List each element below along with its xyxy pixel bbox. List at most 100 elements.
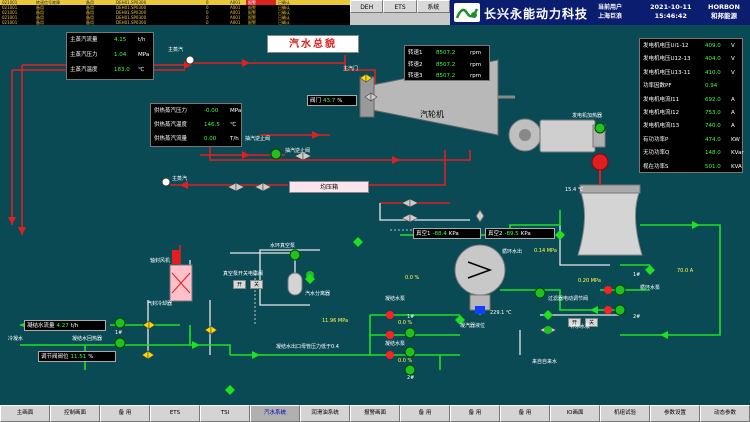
generator-unit: KW [731, 136, 740, 143]
label-tap-water: 来自自来水 [532, 359, 558, 365]
alarm-cell-a: 0 [206, 15, 209, 20]
label-condensate-pump: 凝结水泵 [385, 296, 406, 302]
alarm-cell-desc: 备用 [36, 10, 44, 15]
bottom-nav-button[interactable]: TSI [200, 405, 250, 422]
heat-supply-value: -0.00 [204, 108, 219, 114]
speed-value: 8507.2 [436, 73, 456, 79]
heat-supply-unit: T/h [230, 136, 239, 142]
user-label: 当前用户 [598, 4, 623, 11]
alarm-cell-b: A001 [230, 10, 241, 15]
label-condenser: 凝汽器液位 [460, 323, 486, 329]
bottom-nav-button[interactable]: 参数设置 [650, 405, 700, 422]
balance-box[interactable]: 均压箱 [289, 181, 369, 193]
alarm-cell-addr: DEH01.SP0300 [116, 10, 147, 15]
speed-value: 8507.2 [436, 61, 456, 68]
brand-partner: HORBON 和邦能源 [708, 3, 740, 21]
main-steam-unit: ℃ [138, 67, 145, 73]
vacuum2-label: 真空2 [488, 231, 503, 237]
main-steam-unit: MPa [138, 52, 150, 58]
regulating-valve-label: 调节阀阀位 [41, 354, 69, 360]
water-separator [287, 272, 303, 296]
bottom-nav-button[interactable]: ETS [150, 405, 200, 422]
bottom-nav-button[interactable]: IO画面 [550, 405, 600, 422]
off-button-2[interactable]: 关 [585, 318, 599, 327]
alarm-cell-b: A001 [230, 15, 241, 20]
label-filter-valve: 过滤器电动调节阀 [548, 296, 589, 302]
current-user: 当前用户 上海巨浪 [598, 3, 622, 21]
main-steam-value: 4.15 [114, 37, 127, 43]
bottom-nav-button[interactable]: 备 用 [400, 405, 450, 422]
page-title: 汽水总貌 [267, 35, 359, 53]
alarm-cell-a: 0 [206, 0, 209, 5]
company-logo [454, 3, 480, 22]
generator-value: 0.94 [705, 83, 718, 90]
bottom-nav-button[interactable]: 动态参数 [700, 405, 750, 422]
on-button[interactable]: 开 [233, 280, 247, 289]
bottom-nav-button[interactable]: 报警画面 [350, 405, 400, 422]
vacuum1-value: -88.4 [432, 231, 447, 237]
generator-unit: A [731, 110, 735, 116]
brand-partner-en: HORBON [708, 3, 740, 11]
speed-label: 转速3 [408, 73, 423, 79]
nav-deh-button[interactable]: DEH [350, 0, 384, 13]
alarm-cell-type: 备用 [86, 0, 94, 5]
reading-v6: 0.0 % [398, 320, 413, 326]
on-button-2[interactable]: 开 [568, 318, 582, 327]
alarm-cell-a: 0 [206, 10, 209, 15]
bottom-nav-button[interactable]: 主画面 [0, 405, 50, 422]
alarm-cell-state: 报警 [248, 10, 256, 15]
bottom-nav-button[interactable]: 汽水系统 [250, 405, 300, 422]
alarm-cell-type: 备用 [86, 10, 94, 15]
generator-unit: KVA [731, 163, 742, 170]
off-button[interactable]: 关 [250, 280, 264, 289]
generator-unit: V [731, 56, 735, 63]
heat-supply-value: 146.5 [204, 122, 220, 128]
label-turbine: 汽轮机 [420, 110, 444, 119]
generator-unit: V [731, 43, 735, 49]
label-condensate-pump-2: 凝结水泵 [385, 341, 406, 347]
valve-value: 43.7 [323, 98, 336, 104]
alarm-cell-desc: 转速信号故障 [36, 0, 60, 5]
top-blank [350, 13, 450, 25]
bottom-nav-button[interactable]: 备 用 [450, 405, 500, 422]
bottom-nav-button[interactable]: 备 用 [100, 405, 150, 422]
alarm-cell-ack: 已确认 [278, 20, 290, 25]
vacuum1-unit: KPa [448, 231, 459, 237]
reading-v9: 229.1 ℃ [490, 310, 512, 316]
alarm-cell-addr: DEH01.SP0300 [116, 5, 147, 10]
vacuum2-unit: KPa [520, 231, 531, 237]
generator-unit: KVar [731, 150, 744, 157]
nav-ets-button[interactable]: ETS [383, 0, 417, 13]
nav-system-button[interactable]: 系统 [416, 0, 450, 13]
generator-body [539, 119, 596, 153]
time-text: 15:46:42 [654, 12, 687, 20]
condensate-flow-unit: t/h [70, 323, 79, 329]
company-name: 长兴永能动力科技 [484, 7, 589, 21]
bottom-nav-button[interactable]: 备 用 [500, 405, 550, 422]
alarm-cell-desc: 备用 [36, 15, 44, 20]
reading-v8: 11.96 MPa [322, 318, 349, 324]
label-condensate-water: 冷凝水 [8, 336, 24, 342]
generator-value: 148.0 [705, 150, 721, 157]
alarm-cell-ack: 已确认 [278, 15, 290, 20]
bottom-nav-button[interactable]: 润滑油系统 [300, 405, 350, 422]
bottom-nav-button[interactable]: 控制画面 [50, 405, 100, 422]
generator-label: 功率因数PF [643, 83, 672, 90]
alarm-cell-ack: 已确认 [278, 10, 290, 15]
alarm-cell-ack: 已确认 [278, 5, 290, 10]
bottom-nav-button[interactable]: 机组试验 [600, 405, 650, 422]
pump-label-4: 2# [633, 314, 641, 320]
label-generator-heater: 发电机加热器 [572, 113, 603, 119]
